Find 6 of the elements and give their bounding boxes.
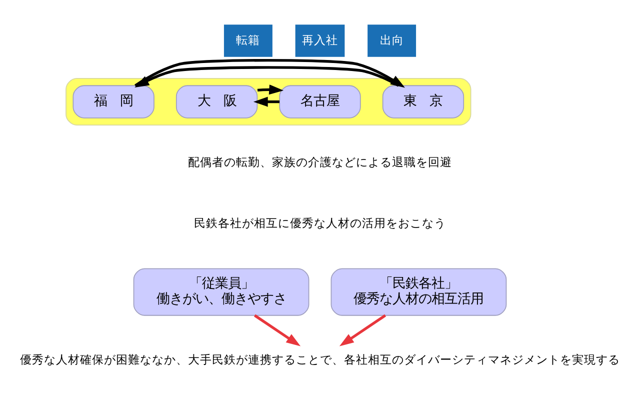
label: 転籍 <box>236 32 260 46</box>
label: 配偶者の転勤、家族の介護などによる退職を回避 <box>188 154 452 168</box>
label: 再入社 <box>302 32 338 46</box>
label: 出向 <box>380 32 404 46</box>
node-text: 優秀な人材確保が困難ななか、大手民鉄が連携することで、各社相互のダイバーシティマネジメントを実現する <box>20 352 620 366</box>
label: 民鉄各社が相互に優秀な人材の活用をおこなう <box>194 215 446 230</box>
